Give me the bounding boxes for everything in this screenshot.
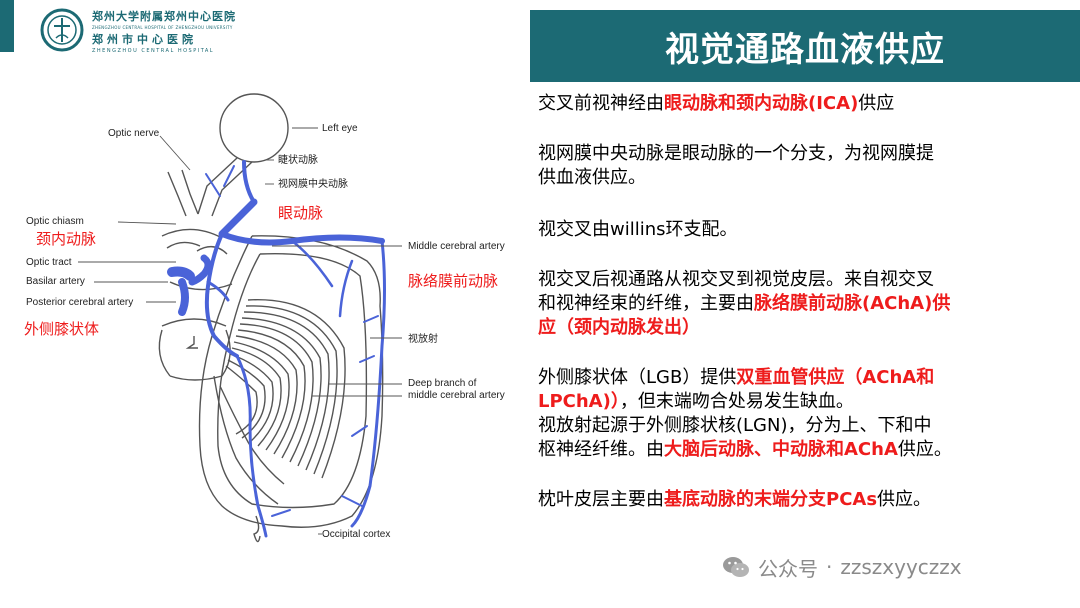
label-basilar-artery: Basilar artery: [26, 276, 85, 287]
wechat-icon: [722, 555, 750, 579]
paragraph-postchiasmal: 视交叉后视通路从视交叉到视觉皮层。来自视交叉和视神经束的纤维，主要由脉络膜前动脉…: [538, 268, 1068, 340]
wechat-watermark: 公众号 · zzszxyyczzx: [722, 552, 962, 582]
label-deep-branch-line1: Deep branch of: [408, 378, 477, 389]
label-posterior-cerebral-artery: Posterior cerebral artery: [26, 297, 133, 308]
title-banner: 视觉通路血液供应: [530, 10, 1080, 82]
label-internal-carotid-artery: 颈内动脉: [36, 231, 96, 248]
header-accent-bar: [0, 0, 14, 52]
hospital-logo-icon: [40, 8, 84, 52]
watermark-account: zzszxyyczzx: [840, 555, 961, 579]
label-middle-cerebral-artery: Middle cerebral artery: [408, 241, 505, 252]
label-ciliary-artery: 睫状动脉: [278, 153, 318, 166]
label-central-retinal-artery: 视网膜中央动脉: [278, 177, 348, 190]
label-optic-radiation: 视放射: [408, 332, 438, 345]
content-text: 交叉前视神经由眼动脉和颈内动脉(ICA)供应 视网膜中央动脉是眼动脉的一个分支，…: [538, 92, 1068, 512]
hospital-name-block: 郑州大学附属郑州中心医院 ZHENGZHOU CENTRAL HOSPITAL …: [92, 8, 292, 54]
visual-pathway-diagram: Optic nerve Left eye Optic chiasm Optic …: [22, 86, 528, 576]
watermark-dot: ·: [826, 555, 832, 579]
label-occipital-cortex: Occipital cortex: [322, 529, 390, 540]
label-optic-nerve: Optic nerve: [108, 128, 160, 139]
label-optic-chiasm: Optic chiasm: [26, 216, 84, 227]
hospital-name-cn: 郑州大学附属郑州中心医院: [92, 8, 292, 24]
paragraph-occipital-cortex: 枕叶皮层主要由基底动脉的末端分支PCAs供应。: [538, 488, 1068, 512]
label-deep-branch-line2: middle cerebral artery: [408, 390, 505, 401]
label-anterior-choroidal-artery: 脉络膜前动脉: [408, 273, 498, 290]
label-optic-tract: Optic tract: [26, 257, 72, 268]
hospital-short-name-en: ZHENGZHOU CENTRAL HOSPITAL: [92, 48, 292, 54]
label-left-eye: Left eye: [322, 123, 358, 134]
paragraph-prechiasmal: 交叉前视神经由眼动脉和颈内动脉(ICA)供应: [538, 92, 1068, 116]
hospital-name-en: ZHENGZHOU CENTRAL HOSPITAL OF ZHENGZHOU …: [92, 25, 292, 30]
page-title: 视觉通路血液供应: [665, 22, 945, 71]
paragraph-chiasm: 视交叉由willins环支配。: [538, 218, 1068, 242]
label-ophthalmic-artery: 眼动脉: [278, 205, 323, 222]
hospital-short-name-cn: 郑州市中心医院: [92, 31, 292, 47]
paragraph-central-retinal-artery: 视网膜中央动脉是眼动脉的一个分支，为视网膜提供血液供应。: [538, 142, 1068, 190]
label-lateral-geniculate-body: 外侧膝状体: [24, 321, 99, 338]
watermark-label: 公众号: [758, 553, 818, 582]
